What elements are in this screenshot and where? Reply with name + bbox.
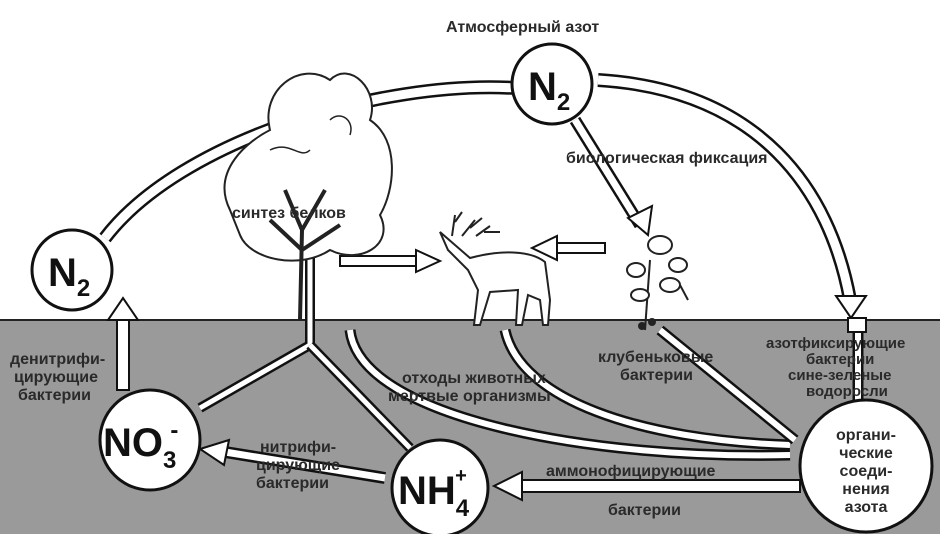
svg-text:органи-: органи- [836, 427, 896, 444]
arrow-biological-fixation [569, 116, 654, 237]
svg-text:цирующие: цирующие [256, 457, 340, 474]
protein-synthesis-label: синтез белков [232, 205, 346, 222]
n2-top-circle [510, 42, 594, 126]
deer-illustration [439, 211, 552, 326]
nodule-bacteria-label: клубеньковые бактерии [598, 349, 713, 384]
svg-text:бактерии: бактерии [608, 502, 681, 519]
svg-text:клубеньковые: клубеньковые [598, 349, 713, 366]
atmospheric-nitrogen-label: Атмосферный азот [446, 19, 599, 36]
arc-n2-top-to-azotfixing [597, 73, 868, 320]
svg-text:бактерии: бактерии [806, 351, 874, 368]
biological-fixation-label: биологическая фиксация [566, 150, 768, 167]
svg-text:азотфиксирующие: азотфиксирующие [766, 335, 905, 352]
organic-circle [798, 398, 934, 534]
n2-left-label: N2 [48, 251, 90, 302]
svg-text:нения: нения [842, 481, 889, 498]
svg-text:отходы животных: отходы животных [402, 370, 546, 387]
nitrifying-label: нитрифи- цирующие бактерии [256, 439, 340, 492]
arrows-waste-to-organic [344, 325, 864, 461]
arrow-nodule-plant-to-animal [529, 234, 606, 262]
svg-text:азота: азота [845, 499, 888, 516]
arrow-denitrification [106, 296, 140, 391]
azotfixing-marker [847, 317, 867, 333]
svg-text:нитрифи-: нитрифи- [260, 439, 336, 456]
ammonifying-label: аммонофицирующие бактерии [546, 463, 716, 519]
tree-illustration [223, 72, 393, 321]
svg-text:ческие: ческие [839, 445, 893, 462]
denitrifying-label: денитрифи- цирующие бактерии [10, 351, 105, 404]
svg-text:сине-зеленые: сине-зеленые [788, 367, 891, 384]
svg-text:бактерии: бактерии [18, 387, 91, 404]
arrow-plant-to-animal [339, 248, 443, 274]
no3-circle [98, 388, 202, 492]
nh4-label: NH4+ [398, 465, 470, 522]
nh4-circle [390, 438, 490, 534]
svg-text:бактерии: бактерии [256, 475, 329, 492]
no3-label: NO3- [103, 417, 178, 474]
arrow-nitrification [197, 438, 386, 484]
organic-compounds-label: органи- ческие соеди- нения азота [836, 427, 896, 516]
svg-text:бактерии: бактерии [620, 367, 693, 384]
svg-text:мертвые организмы: мертвые организмы [388, 388, 551, 405]
svg-text:аммонофицирующие: аммонофицирующие [546, 463, 716, 480]
nodule-plant-illustration [626, 235, 689, 331]
svg-text:денитрифи-: денитрифи- [10, 351, 105, 368]
waste-label: отходы животных мертвые организмы [388, 370, 551, 405]
svg-text:соеди-: соеди- [840, 463, 893, 480]
svg-text:цирующие: цирующие [14, 369, 98, 386]
azotfixing-label: азотфиксирующие бактерии сине-зеленые во… [766, 335, 905, 400]
svg-text:водоросли: водоросли [806, 383, 888, 400]
n2-top-label: N2 [528, 65, 570, 116]
n2-left-circle [30, 228, 114, 312]
arrow-ammonification [491, 470, 801, 502]
